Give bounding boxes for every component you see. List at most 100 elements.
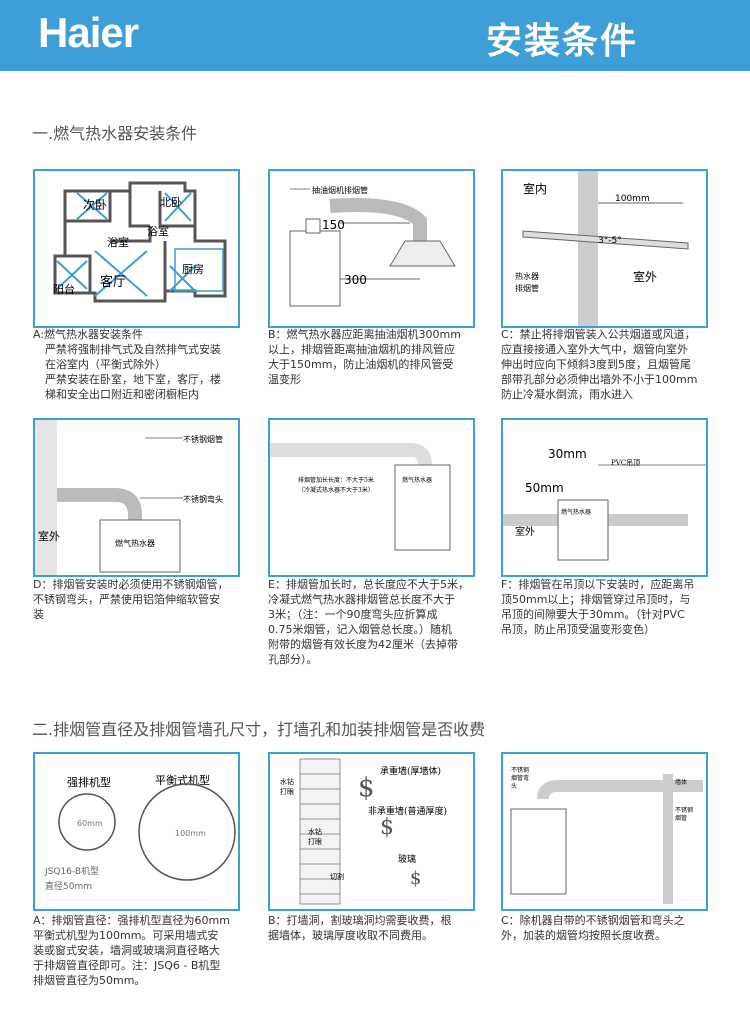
caption-line: E：排烟管加长时，总长度应不大于5米，	[268, 578, 469, 591]
elbow-label: 不锈钢弯头	[183, 494, 223, 504]
pipe-label: 头	[511, 782, 517, 790]
caption-line: 3米；（注：一个90度弯头应折算成	[268, 608, 438, 621]
section-1-title: 一.燃气热水器安装条件	[32, 124, 198, 143]
pipe-label: 不锈钢	[675, 806, 693, 814]
panel-ceiling-clearance: 30mm PVC吊顶 50mm 室外 燃气热水器	[501, 418, 708, 577]
caption-line: 严禁将强制排气式及自然排气式安装	[45, 343, 221, 356]
section-2-title: 二.排烟管直径及排烟管墙孔尺寸，打墙孔和加装排烟管是否收费	[32, 720, 486, 739]
panel-stainless-pipe: 不锈钢烟管 不锈钢弯头 室外 燃气热水器	[33, 418, 240, 577]
outdoor-label: 室外	[515, 525, 535, 538]
pipe-label: 烟管	[675, 814, 687, 822]
heater-label: 燃气热水器	[115, 538, 155, 548]
dimension-30mm: 30mm	[548, 447, 587, 461]
heater-label: 燃气热水器	[561, 508, 591, 516]
outdoor-label: 室外	[38, 529, 60, 543]
length-note-1: 排烟管加长长度：不大于5米	[298, 476, 374, 484]
caption-h: B：打墙洞，割玻璃洞均需要收费，根 据墙体，玻璃厚度收取不同费用。	[268, 913, 476, 943]
non-load-wall-label: 非承重墙(普通厚度)	[368, 805, 447, 817]
caption-e: E：排烟管加长时，总长度应不大于5米， 冷凝式燃气热水器排烟管总长度不大于 3米…	[268, 577, 476, 667]
caption-i: C：除机器自带的不锈钢烟管和弯头之 外，加装的烟管均按照长度收费。	[501, 913, 709, 943]
caption-line: 吊顶的间隙要大于30mm。（针对PVC	[501, 608, 685, 621]
length-note-2: （冷凝式热水器不大于3米）	[298, 486, 374, 494]
caption-g: A：排烟管直径：强排机型直径为60mm 平衡式机型为100mm。可采用墙式安 装…	[33, 913, 241, 988]
dollar-icon: $	[410, 868, 421, 889]
panel-extension-fee: 不锈钢 烟管弯 头 墙体 不锈钢 烟管	[501, 752, 708, 911]
caption-line: 不锈钢弯头，严禁使用铝箔伸缩软管安	[33, 593, 220, 606]
caption-line: 应直接接通入室外大气中，烟管向室外	[501, 343, 688, 356]
room-label: 北卧	[160, 196, 182, 209]
diameter-100: 100mm	[175, 829, 206, 838]
caption-line: C：禁止将排烟管装入公共烟道或风道，	[501, 328, 696, 341]
caption-c: C：禁止将排烟管装入公共烟道或风道， 应直接接通入室外大气中，烟管向室外 伸出时…	[501, 327, 709, 402]
room-label: 阳台	[53, 282, 75, 296]
floor-plan-diagram: 次卧 北卧 浴室 浴室 客厅 厨房 阳台	[53, 181, 227, 303]
caption-b: B：燃气热水器应距离抽油烟机300mm 以上，排烟管距离抽油烟机的排风管应 大于…	[268, 327, 476, 387]
model-note-1: JSQ16-B机型	[44, 865, 99, 877]
caption-line: 在浴室内（平衡式除外）	[45, 358, 166, 371]
caption-line: 温变形	[268, 373, 301, 386]
caption-line: 装	[33, 608, 44, 621]
cut-label: 切割	[330, 872, 344, 881]
caption-line: C：除机器自带的不锈钢烟管和弯头之	[501, 914, 685, 927]
caption-line: 孔部分）。	[268, 653, 318, 666]
forced-model-label: 强排机型	[67, 775, 111, 789]
caption-d: D：排烟管安装时必须使用不锈钢烟管， 不锈钢弯头，严禁使用铝箔伸缩软管安 装	[33, 577, 241, 622]
caption-line: 0.75米烟管，记入烟管总长度。）随机	[268, 623, 452, 636]
caption-line: B：打墙洞，割玻璃洞均需要收费，根	[268, 914, 452, 927]
caption-line: 装或窗式安装，墙洞或玻璃洞直径略大	[33, 944, 220, 957]
caption-line: 顶50mm以上；排烟管穿过吊顶时，与	[501, 593, 691, 606]
extension-fee-diagram: 不锈钢 烟管弯 头 墙体 不锈钢 烟管	[510, 766, 703, 904]
page-title: 安装条件	[485, 21, 638, 62]
caption-line: 严禁安装在卧室，地下室，客厅，楼	[45, 373, 221, 386]
dimension-100mm: 100mm	[615, 194, 650, 204]
diameter-60: 60mm	[77, 819, 103, 828]
panel-pipe-diameter: 强排机型 平衡式机型 60mm 100mm JSQ16-B机型 直径50mm	[33, 752, 240, 911]
range-hood-diagram: 抽油烟机排烟管 150 300	[289, 185, 456, 307]
caption-line: 附带的烟管有效长度为42厘米（去掉带	[268, 638, 458, 651]
ceiling-clearance-diagram: 30mm PVC吊顶 50mm 室外 燃气热水器	[503, 447, 706, 561]
caption-line: F：排烟管在吊顶以下安装时，应距离吊	[501, 578, 695, 591]
caption-line: 伸出时应向下倾斜3度到5度，且烟管尾	[501, 358, 691, 371]
caption-line: 吊顶，防止吊顶受温变形变色）	[501, 623, 655, 636]
ceiling-label: PVC吊顶	[611, 459, 640, 467]
pipe-label-1: 热水器	[515, 271, 539, 281]
room-label: 浴室	[147, 224, 169, 238]
panel-drilling-fee: 水钻 打眼 水钻 打眼 切割 $ 承重墙(厚墙体) $ 非承重墙(普通厚度) 玻…	[268, 752, 475, 911]
glass-label: 玻璃	[398, 853, 416, 865]
brick-label: 水钻	[308, 827, 322, 836]
drilling-fee-diagram: 水钻 打眼 水钻 打眼 切割 $ 承重墙(厚墙体) $ 非承重墙(普通厚度) 玻…	[280, 758, 447, 905]
caption-a: A:燃气热水器安装条件 严禁将强制排气式及自然排气式安装 在浴室内（平衡式除外）…	[33, 327, 241, 402]
dimension-300: 300	[344, 273, 367, 287]
caption-f: F：排烟管在吊顶以下安装时，应距离吊 顶50mm以上；排烟管穿过吊顶时，与 吊顶…	[501, 577, 709, 637]
caption-line: 据墙体，玻璃厚度收取不同费用。	[268, 929, 433, 942]
room-label: 厨房	[182, 263, 204, 276]
panel-floor-plan: 次卧 北卧 浴室 浴室 客厅 厨房 阳台	[33, 169, 240, 328]
room-label: 客厅	[100, 274, 126, 290]
dollar-icon: $	[380, 815, 394, 840]
outdoor-label: 室外	[633, 269, 657, 284]
wall-label: 墙体	[675, 778, 687, 786]
caption-line: 部带孔部分必须伸出墙外不小于100mm	[501, 373, 698, 386]
caption-line: A：排烟管直径：强排机型直径为60mm	[33, 914, 230, 927]
caption-line: 以上，排烟管距离抽油烟机的排风管应	[268, 343, 455, 356]
pipe-label-2: 排烟管	[515, 283, 539, 293]
caption-line: 梯和安全出口附近和密闭橱柜内	[45, 388, 199, 401]
dollar-icon: $	[358, 773, 375, 803]
pipe-diameter-diagram: 强排机型 平衡式机型 60mm 100mm JSQ16-B机型 直径50mm	[44, 773, 236, 892]
wall-slope-diagram: 室内 100mm 3°-5° 室外 热水器 排烟管	[515, 171, 689, 326]
caption-line: 大于150mm，防止油烟机的排风管受	[268, 358, 454, 371]
caption-line: A:燃气热水器安装条件	[33, 328, 144, 341]
caption-line: 外，加装的烟管均按照长度收费。	[501, 929, 666, 942]
caption-line: 平衡式机型为100mm。可采用墙式安	[33, 929, 219, 942]
dimension-150: 150	[322, 218, 345, 232]
heater-label: 燃气热水器	[402, 476, 432, 484]
caption-line: 冷凝式燃气热水器排烟管总长度不大于	[268, 593, 455, 606]
model-note-2: 直径50mm	[45, 880, 92, 892]
indoor-label: 室内	[523, 181, 547, 196]
brick-label: 打眼	[308, 837, 322, 846]
caption-line: 排烟管直径为50mm。	[33, 974, 146, 987]
brick-label: 水钻	[280, 777, 294, 786]
balanced-model-label: 平衡式机型	[155, 773, 210, 787]
room-label: 浴室	[107, 235, 129, 249]
caption-line: D：排烟管安装时必须使用不锈钢烟管，	[33, 578, 229, 591]
